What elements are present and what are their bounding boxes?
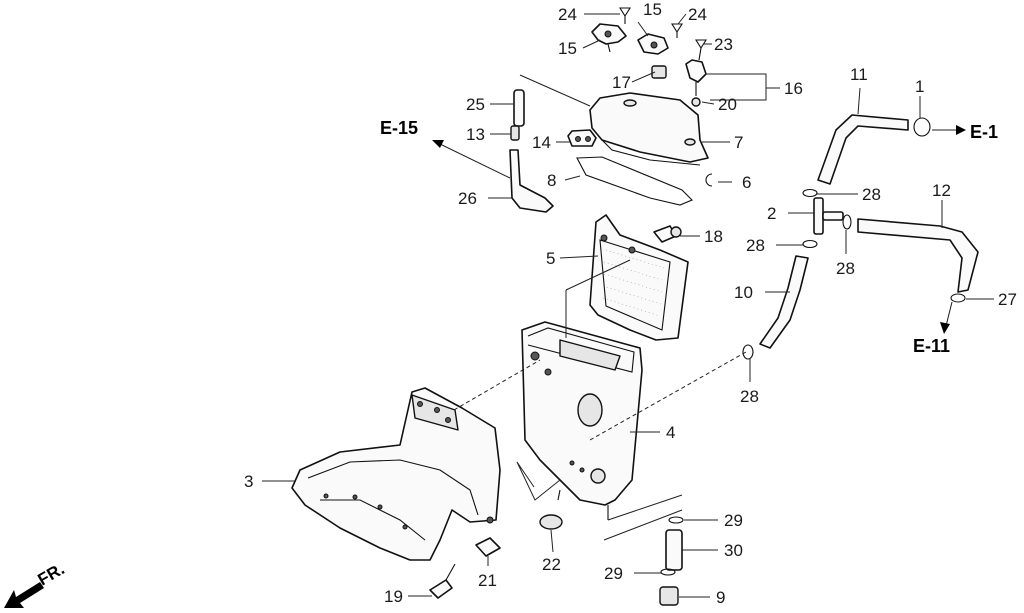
- ref-e1: E-1: [970, 122, 998, 142]
- label-28-a: 28: [862, 185, 881, 204]
- part-14-bracket: [567, 129, 597, 147]
- label-14: 14: [532, 133, 551, 152]
- label-2: 2: [767, 204, 776, 223]
- label-3: 3: [244, 472, 253, 491]
- label-15-left: 15: [558, 39, 577, 58]
- label-11: 11: [850, 65, 868, 84]
- part-12-hose: [857, 218, 979, 293]
- label-1: 1: [915, 77, 924, 96]
- part-6-clip: [705, 173, 713, 187]
- label-10: 10: [734, 283, 753, 302]
- part-labels: 24 15 24 15 23 17 16 20 25 13 14 7 8 6 2…: [244, 0, 1017, 607]
- label-17: 17: [612, 73, 631, 92]
- part-1-clamp: [913, 117, 931, 137]
- part-2-joint: [813, 197, 844, 235]
- label-25: 25: [466, 95, 485, 114]
- label-29-bottom: 29: [604, 564, 623, 583]
- label-22: 22: [542, 555, 561, 574]
- fasteners: [429, 225, 682, 599]
- label-16: 16: [784, 79, 803, 98]
- leader-lines: [262, 13, 994, 598]
- part-8-gasket: [576, 156, 693, 206]
- label-18: 18: [704, 227, 723, 246]
- label-13: 13: [466, 125, 485, 144]
- label-27: 27: [998, 290, 1017, 309]
- part-7-cover: [589, 92, 709, 166]
- label-30: 30: [724, 541, 743, 560]
- reference-arrows: [432, 125, 966, 334]
- label-8: 8: [547, 171, 556, 190]
- drain-parts: [659, 516, 684, 606]
- label-9: 9: [716, 588, 725, 607]
- label-28-c: 28: [836, 259, 855, 278]
- label-19: 19: [384, 587, 403, 606]
- label-7: 7: [734, 133, 743, 152]
- label-4: 4: [666, 423, 675, 442]
- label-26: 26: [458, 189, 477, 208]
- part-3-duct-cover: [291, 387, 501, 561]
- ref-e15: E-15: [380, 118, 418, 138]
- left-hoses: [509, 89, 554, 213]
- label-28-b: 28: [746, 236, 765, 255]
- label-5: 5: [546, 249, 555, 268]
- label-21: 21: [478, 571, 497, 590]
- label-15-top: 15: [643, 0, 662, 19]
- part-5-filter-element: [589, 214, 689, 341]
- part-11-hose: [817, 114, 909, 185]
- label-6: 6: [742, 173, 751, 192]
- label-20: 20: [718, 95, 737, 114]
- reference-labels: E-15 E-1 E-11: [380, 118, 998, 356]
- hose-clamps: [742, 188, 966, 360]
- front-arrow-icon: [4, 582, 44, 608]
- part-4-air-box: [521, 321, 643, 520]
- ref-e11: E-11: [913, 336, 950, 356]
- top-hardware: [591, 7, 707, 107]
- label-24-left: 24: [558, 5, 577, 24]
- label-29-top: 29: [724, 511, 743, 530]
- front-marker: FR.: [4, 559, 68, 608]
- part-10-hose: [759, 255, 809, 349]
- label-24-right: 24: [688, 5, 707, 24]
- assembly-lines: [453, 74, 747, 541]
- label-28-d: 28: [740, 387, 759, 406]
- label-12: 12: [932, 181, 951, 200]
- label-23: 23: [714, 35, 733, 54]
